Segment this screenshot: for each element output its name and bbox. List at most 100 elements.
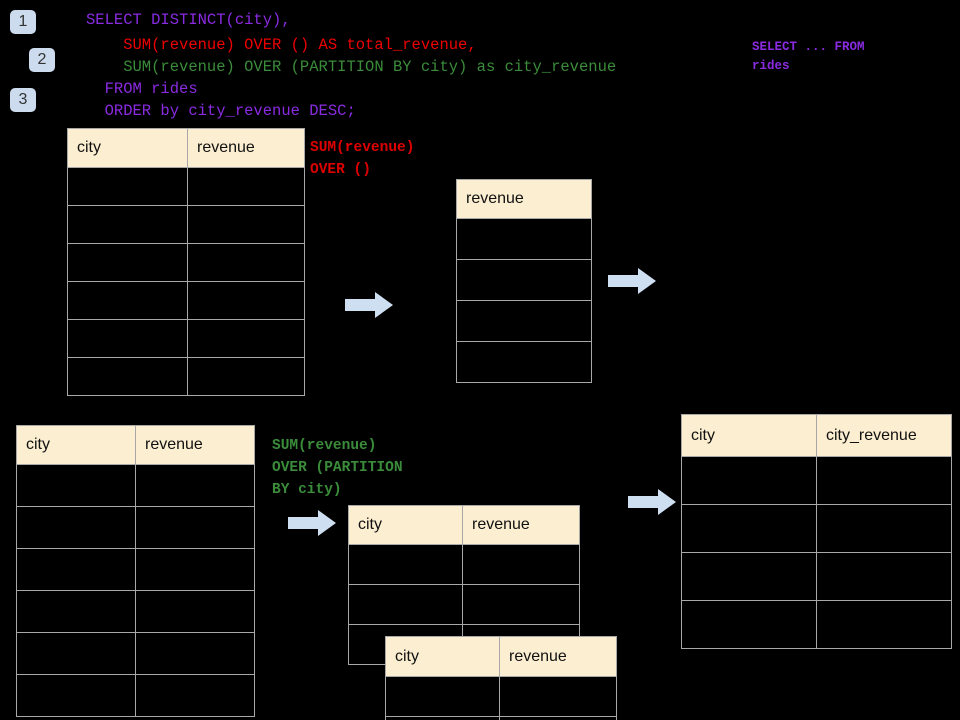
table-row [16,506,255,549]
table-row [681,552,952,601]
table-cell [67,281,188,320]
column-header-city: city [681,414,817,457]
column-header-revenue: revenue [499,636,617,677]
sql-line-order-by: ORDER by city_revenue DESC; [86,102,356,120]
table-row [67,167,305,206]
annotation-sum-over-empty: SUM(revenue) OVER () [310,140,415,178]
table-cell [816,456,952,505]
table-row [67,357,305,396]
table-row [456,218,592,260]
table-cell [187,243,305,282]
column-header-city: city [348,505,463,545]
column-header-revenue: revenue [187,128,305,168]
table-cell [187,357,305,396]
column-header-city: city [385,636,500,677]
table-cell [681,456,817,505]
table-cell [816,504,952,553]
column-header-revenue: revenue [135,425,255,465]
arrow-top-left-icon [345,292,393,318]
table-cell [135,632,255,675]
table-cell [67,319,188,358]
table-cell [67,167,188,206]
table-row [16,548,255,591]
table-row [67,243,305,282]
table-row [16,674,255,717]
table-total-revenue-result: revenue [456,179,592,383]
table-row [16,590,255,633]
table-cell [16,506,136,549]
table-cell [348,544,463,585]
table-cell [681,552,817,601]
step-badge-1: 1 [10,10,36,34]
table-cell [456,218,592,260]
table-cell [816,600,952,649]
table-cell [462,544,580,585]
table-cell [681,504,817,553]
table-cell [385,716,500,720]
table-row [385,716,617,720]
table-row [681,600,952,649]
table-row [16,632,255,675]
sql-line-select: SELECT DISTINCT(city), [86,11,291,29]
column-header-revenue: revenue [462,505,580,545]
table-cell [16,464,136,507]
table-cell [348,584,463,625]
table-cell [16,632,136,675]
table-cell [456,259,592,301]
table-row [456,341,592,383]
arrow-top-right-icon [608,268,656,294]
column-header-city_revenue: city_revenue [816,414,952,457]
column-header-city: city [67,128,188,168]
table-cell [462,584,580,625]
table-cell [187,205,305,244]
table-row [681,504,952,553]
table-row [16,464,255,507]
table-cell [816,552,952,601]
table-row [348,584,580,625]
table-row [385,676,617,717]
table-row [456,259,592,301]
column-header-revenue: revenue [456,179,592,219]
table-row [67,205,305,244]
table-row [681,456,952,505]
table-cell [385,676,500,717]
table-cell [135,506,255,549]
sql-line-from: FROM rides [86,80,198,98]
table-cell [16,674,136,717]
table-cell [456,341,592,383]
table-cell [67,205,188,244]
table-header-row: revenue [456,179,592,219]
table-cell [187,319,305,358]
table-cell [135,674,255,717]
column-header-city: city [16,425,136,465]
sql-line-city-revenue: SUM(revenue) OVER (PARTITION BY city) as… [86,58,617,76]
table-cell [187,167,305,206]
side-note-select-from-rides: SELECT ... FROM rides [752,40,865,73]
table-row [456,300,592,342]
table-cell [67,357,188,396]
step-badge-2: 2 [29,48,55,72]
table-cell [135,548,255,591]
table-cell [187,281,305,320]
table-cell [499,676,617,717]
table-cell [16,590,136,633]
table-row [348,544,580,585]
annotation-sum-over-partition: SUM(revenue) OVER (PARTITION BY city) [272,438,403,498]
table-cell [16,548,136,591]
arrow-bottom-left-icon [288,510,336,536]
table-cell [681,600,817,649]
sql-line-total-revenue: SUM(revenue) OVER () AS total_revenue, [86,36,477,54]
table-cell [67,243,188,282]
table-cell [499,716,617,720]
table-cell [135,464,255,507]
table-row [67,281,305,320]
